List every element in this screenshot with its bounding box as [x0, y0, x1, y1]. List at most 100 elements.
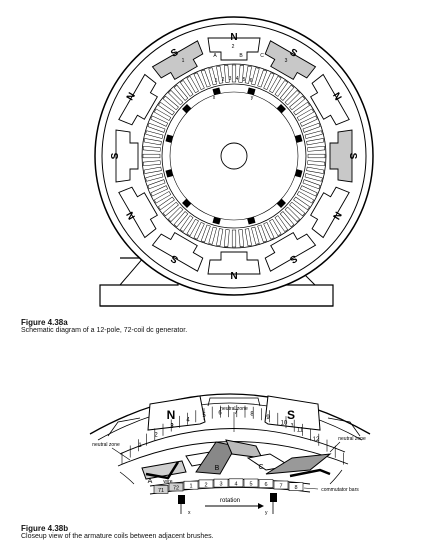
- brush-y: [270, 493, 277, 502]
- armature-slot: [143, 166, 162, 174]
- armature-slot: [150, 185, 169, 197]
- rotation-arrow: [205, 503, 264, 509]
- armature-slot: [299, 115, 318, 127]
- pole-label: N: [330, 209, 343, 221]
- coil-number: 5: [202, 413, 206, 419]
- armature-slot: [179, 215, 194, 232]
- neutral-zone-top-label: neutral zone: [220, 406, 248, 412]
- pole-left-letter: N: [167, 408, 176, 422]
- commutator-bar: [183, 480, 199, 490]
- armature-slot: [284, 90, 300, 106]
- figure-b-caption: Closeup view of the armature coils betwe…: [21, 533, 214, 540]
- armature-slot: [200, 69, 211, 88]
- armature-slot: [257, 224, 268, 243]
- armature-slot: [150, 115, 169, 127]
- armature-slot: [251, 67, 260, 86]
- brush: [276, 104, 286, 114]
- coil-number: 11: [297, 428, 304, 434]
- coil-number: 7: [234, 410, 238, 416]
- armature-coils: [141, 439, 332, 480]
- armature-slot: [179, 80, 194, 97]
- figure-a-caption: Schematic diagram of a 12-pole, 72-coil …: [21, 327, 188, 334]
- svg-text:2: 2: [222, 77, 225, 83]
- armature-slot: [208, 226, 217, 245]
- coil-number: 3: [170, 424, 174, 430]
- armature-slot: [224, 229, 230, 248]
- commutator-bar-number: 8: [294, 485, 297, 491]
- brush-label-y: y: [251, 95, 254, 101]
- pole-right-letter: S: [287, 408, 295, 422]
- pole-piece: [118, 186, 158, 239]
- brush: [182, 198, 192, 208]
- pole-label: N: [125, 91, 138, 103]
- brush-y-label: y: [265, 510, 268, 516]
- armature-slot-ticks: [121, 405, 344, 465]
- armature-slot: [224, 64, 230, 83]
- shaft: [220, 142, 248, 170]
- armature-slot: [274, 215, 289, 232]
- armature-slot: [193, 72, 205, 91]
- armature-slot: [142, 146, 161, 152]
- armature-slot: [302, 122, 321, 133]
- armature-slot: [173, 211, 189, 228]
- armature-slot: [231, 229, 237, 248]
- armature-slot: [289, 95, 306, 111]
- pole-piece: [151, 40, 204, 80]
- coil-number: 12: [313, 437, 320, 443]
- pole-label: N: [330, 91, 343, 103]
- armature-slot: [231, 64, 237, 83]
- armature-slot: [143, 138, 162, 146]
- armature-slot: [263, 221, 275, 240]
- armature-slot: [244, 65, 252, 84]
- armature-slot: [200, 224, 211, 243]
- brush-letter-b: B: [239, 53, 243, 59]
- wire-label: wire: [163, 479, 172, 485]
- coil-number: 10: [281, 420, 288, 426]
- armature-slot: [147, 179, 166, 190]
- brush: [182, 104, 192, 114]
- coil-number: 1: [138, 443, 142, 449]
- armature-slot: [306, 138, 325, 146]
- armature-slot: [274, 80, 289, 97]
- armature-slot: [158, 196, 175, 211]
- brush: [276, 198, 286, 208]
- armature-slot: [293, 196, 310, 211]
- pole-piece: [310, 73, 350, 126]
- commutator-bar-number: 3: [219, 482, 222, 488]
- commutator-bar-number: 7: [279, 484, 282, 490]
- armature-slot: [306, 166, 325, 174]
- armature-slot: [158, 101, 175, 116]
- neutral-zone-right-label: neutral zone: [338, 436, 366, 442]
- coil-letter-b: B: [215, 465, 220, 472]
- figure-a-label: Figure 4.38a: [21, 318, 68, 327]
- commutator-numbers: 1 2 3 4 5 6: [215, 76, 253, 84]
- armature-slot: [238, 229, 244, 248]
- commutator-bar: [168, 482, 184, 492]
- armature-slot: [186, 75, 199, 94]
- armature-slot: [147, 122, 166, 133]
- pole-label: S: [169, 47, 181, 60]
- armature-slot: [263, 72, 275, 91]
- armature-slot: [162, 201, 179, 217]
- brush-letter-c: C: [260, 53, 264, 59]
- commutator-bar: [228, 478, 244, 488]
- armature-slot: [238, 64, 244, 83]
- coil-number: 4: [186, 418, 190, 424]
- pole-right-number: 3: [291, 423, 294, 429]
- armature-slot: [244, 228, 252, 247]
- svg-text:5: 5: [243, 77, 246, 83]
- commutator-bar: [243, 478, 259, 488]
- coil-number: 9: [266, 415, 270, 421]
- brush: [294, 134, 303, 143]
- brush: [212, 87, 221, 96]
- pole-number-3: 3: [285, 58, 288, 64]
- armature-slot: [186, 218, 199, 237]
- brush: [247, 87, 256, 96]
- armature-slot: [307, 153, 326, 159]
- pole-label: S: [169, 252, 181, 265]
- armature-slot: [289, 201, 306, 217]
